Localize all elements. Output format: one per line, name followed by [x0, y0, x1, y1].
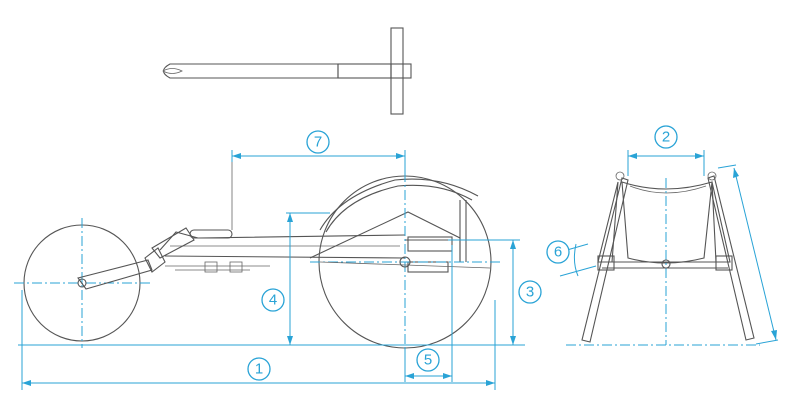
- dimension-lines: [18, 150, 779, 390]
- dimension-badge-4: 4: [261, 288, 285, 312]
- dimension-badge-5: 5: [416, 348, 440, 372]
- dimension-label-1: 1: [255, 361, 263, 378]
- dimension-badge-2: 2: [654, 125, 678, 149]
- dimension-badge-1: 1: [247, 357, 271, 381]
- dimension-badge-7: 7: [306, 130, 330, 154]
- side-view: [14, 160, 500, 355]
- dimension-label-5: 5: [424, 352, 432, 369]
- dimension-label-4: 4: [269, 292, 277, 309]
- dimension-label-7: 7: [314, 134, 322, 151]
- top-view: [162, 27, 412, 115]
- dimension-label-2: 2: [662, 129, 670, 146]
- dimension-label-3: 3: [526, 284, 534, 301]
- dimension-badge-3: 3: [518, 280, 542, 304]
- dimension-badge-6: 6: [546, 240, 570, 264]
- front-view: [566, 171, 760, 346]
- dimension-label-6: 6: [554, 244, 562, 261]
